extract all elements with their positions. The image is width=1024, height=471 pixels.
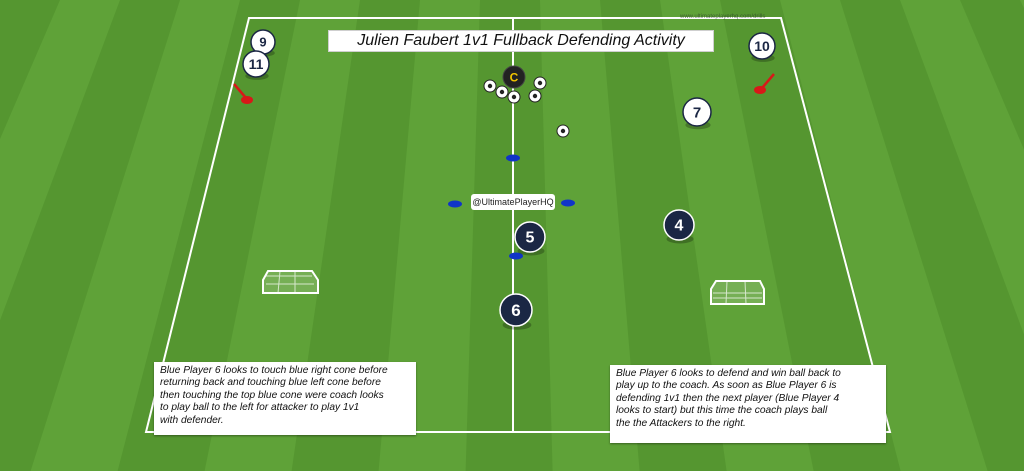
- ball-pile: [483, 76, 570, 138]
- player-defender-4: 4: [663, 209, 695, 244]
- drill-title: Julien Faubert 1v1 Fullback Defending Ac…: [328, 30, 714, 52]
- playing-area-boundary: [144, 17, 892, 433]
- grass-stripe: [465, 0, 553, 471]
- social-handle-label: @UltimatePlayerHQ: [471, 194, 555, 210]
- players: 9 11 10 7 5 4 6: [242, 29, 776, 330]
- player-attacker-10: 10: [748, 32, 776, 62]
- blue-cone-right: [561, 199, 575, 207]
- site-watermark: www.ultimateplayerhq.com/drills: [680, 14, 766, 20]
- blue-cone-left: [448, 200, 462, 208]
- ball: [495, 85, 509, 99]
- blue-cone-bottom: [509, 252, 523, 260]
- player-number: 7: [693, 104, 701, 121]
- player-attacker-7: 7: [682, 97, 712, 130]
- instruction-note-right: Blue Player 6 looks to defend and win ba…: [610, 365, 886, 443]
- coach-symbol: C: [510, 71, 519, 85]
- ball: [483, 79, 497, 93]
- mini-goal-right: [710, 280, 765, 305]
- instruction-note-left: Blue Player 6 looks to touch blue right …: [154, 362, 416, 435]
- player-number: 5: [526, 230, 535, 247]
- player-number: 4: [675, 218, 684, 235]
- player-number: 6: [511, 301, 520, 320]
- player-number: 11: [249, 56, 264, 72]
- coach: C: [502, 65, 526, 89]
- red-marker-right: [754, 73, 775, 94]
- ball: [533, 76, 547, 90]
- player-defender-6: 6: [499, 293, 533, 330]
- player-number: 9: [259, 35, 266, 50]
- grass-stripe: [291, 0, 420, 471]
- red-marker-left: [233, 83, 253, 104]
- grass-stripe: [840, 0, 1024, 471]
- ball: [556, 124, 570, 138]
- grass-stripe: [720, 0, 901, 471]
- player-defender-5: 5: [514, 221, 546, 256]
- grass-stripe: [960, 0, 1024, 150]
- grass-stripe: [0, 0, 60, 139]
- ball: [528, 89, 542, 103]
- grass-stripe: [0, 0, 180, 471]
- blue-cone-top: [506, 154, 520, 162]
- player-attacker-11: 11: [242, 50, 270, 80]
- mini-goal-left: [262, 270, 319, 294]
- grass-stripe: [117, 0, 300, 471]
- ball: [507, 90, 521, 104]
- player-number: 10: [754, 38, 770, 54]
- grass-stripe: [600, 0, 727, 471]
